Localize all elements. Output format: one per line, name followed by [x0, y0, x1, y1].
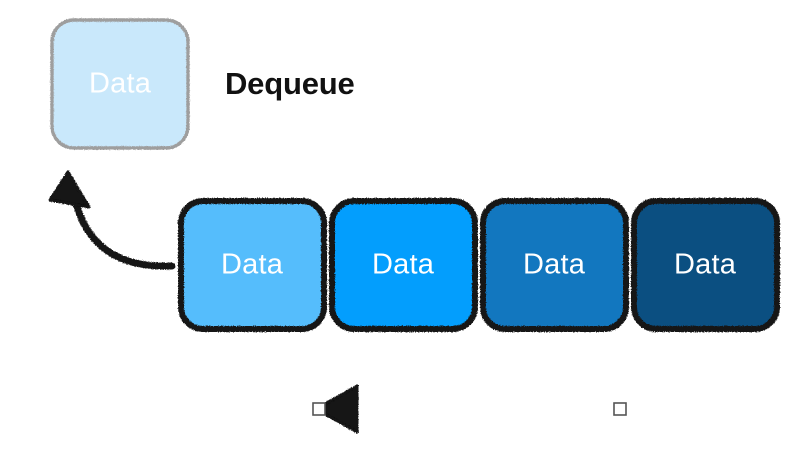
curved-dequeue-arrow-head	[48, 170, 91, 209]
queue-cell-1-fill	[181, 201, 324, 329]
curved-dequeue-arrow-shaft	[70, 192, 176, 270]
queue-cell-3[interactable]	[480, 198, 629, 332]
dequeued-data-box-fill	[52, 20, 188, 148]
queue-cell-2-border	[329, 198, 478, 332]
queue-cell-2[interactable]	[329, 198, 478, 332]
queue-cell-2-fill	[332, 201, 475, 329]
flow-direction-arrow-handle-end[interactable]	[613, 402, 627, 416]
queue-cell-3-border	[480, 198, 629, 332]
queue-cell-4-border	[631, 198, 780, 332]
queue-cell-1-border	[178, 198, 327, 332]
dequeued-data-box-border	[50, 18, 190, 150]
queue-cell-3-fill	[483, 201, 626, 329]
queue-cell-4[interactable]	[631, 198, 780, 332]
queue-cell-1[interactable]	[178, 198, 327, 332]
flow-direction-arrow[interactable]	[312, 384, 627, 434]
dequeued-data-box[interactable]	[50, 18, 190, 150]
queue-rails	[169, 187, 792, 336]
queue-cell-4-fill	[634, 201, 777, 329]
flow-direction-arrow-head	[314, 384, 359, 434]
flow-direction-arrow-handle-start[interactable]	[312, 402, 326, 416]
queue-cells	[178, 198, 780, 332]
curved-dequeue-arrow	[48, 170, 176, 270]
